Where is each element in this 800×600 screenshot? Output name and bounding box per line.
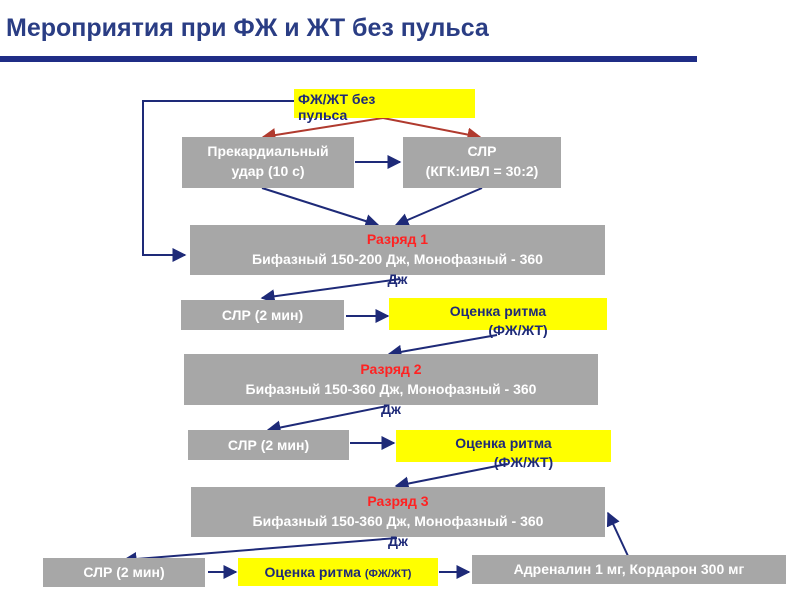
node-shock3: Разряд 3 Бифазный 150-360 Дж, Монофазный… <box>191 487 605 549</box>
node-cpr1: СЛР (2 мин) <box>181 300 344 330</box>
arrow-start-to-cpr <box>382 117 482 142</box>
node-start: ФЖ/ЖТ без пульса <box>294 89 475 123</box>
node-start-line1: ФЖ/ЖТ без <box>298 91 376 107</box>
node-rhythm3-label-small: (ФЖ/ЖТ) <box>364 568 412 580</box>
node-cpr-start-line2: (КГК:ИВЛ = 30:2) <box>425 163 539 179</box>
arrow-precordial-to-shock1 <box>261 187 380 228</box>
node-rhythm3: Оценка ритма (ФЖ/ЖТ) <box>238 558 438 586</box>
node-rhythm1: Оценка ритма (ФЖ/ЖТ) <box>389 298 607 338</box>
node-cpr-start: СЛР (КГК:ИВЛ = 30:2) <box>403 137 561 188</box>
arrow-rhythm2-to-shock3 <box>394 463 508 491</box>
node-cpr3: СЛР (2 мин) <box>43 558 205 587</box>
arrow-loop-start-to-shock1 <box>142 100 294 262</box>
node-rhythm3-text: Оценка ритма (ФЖ/ЖТ) <box>265 564 412 580</box>
node-cpr1-label: СЛР (2 мин) <box>221 307 304 323</box>
node-drugs-label: Адреналин 1 мг, Кордарон 300 мг <box>513 561 745 577</box>
arrow-cpr-to-shock1 <box>394 187 483 227</box>
node-cpr2-label: СЛР (2 мин) <box>227 437 310 453</box>
node-precordial-line1: Прекардиальный <box>207 143 329 159</box>
node-rhythm2-line2: (ФЖ/ЖТ) <box>493 454 554 470</box>
node-shock1-heading: Разряд 1 <box>366 231 429 247</box>
node-precordial: Прекардиальный удар (10 с) <box>182 137 354 188</box>
node-shock2: Разряд 2 Бифазный 150-360 Дж, Монофазный… <box>184 354 598 417</box>
node-rhythm3-label: Оценка ритма <box>264 564 361 580</box>
arrow-drugs-to-shock3 <box>606 511 629 557</box>
node-shock2-line2: Бифазный 150-360 Дж, Монофазный - 360 <box>245 381 537 397</box>
node-shock2-line3: Дж <box>381 401 401 417</box>
node-shock3-heading: Разряд 3 <box>367 493 429 509</box>
node-shock1: Разряд 1 Бифазный 150-200 Дж, Монофазный… <box>190 225 605 287</box>
node-rhythm2: Оценка ритма (ФЖ/ЖТ) <box>396 430 611 470</box>
node-shock3-line2: Бифазный 150-360 Дж, Монофазный - 360 <box>252 513 544 529</box>
node-shock1-line3: Дж <box>387 271 408 287</box>
node-rhythm1-line1: Оценка ритма <box>449 303 547 319</box>
node-rhythm1-line2: (ФЖ/ЖТ) <box>488 322 548 338</box>
page-title: Мероприятия при ФЖ и ЖТ без пульса <box>6 14 489 42</box>
arrow-start-to-precordial <box>261 117 384 142</box>
node-start-line2: пульса <box>298 107 348 123</box>
node-precordial-line2: удар (10 с) <box>231 163 305 179</box>
node-cpr-start-line1: СЛР <box>467 143 497 159</box>
arrow-shock1-to-cpr1 <box>260 278 401 304</box>
arrow-shock3-to-cpr3 <box>122 537 398 566</box>
node-cpr3-label: СЛР (2 мин) <box>83 564 165 580</box>
node-shock2-heading: Разряд 2 <box>360 361 422 377</box>
node-cpr2: СЛР (2 мин) <box>188 430 349 460</box>
arrow-shock2-to-cpr2 <box>266 405 388 435</box>
arrow-rhythm1-to-shock2 <box>387 334 498 359</box>
node-drugs: Адреналин 1 мг, Кордарон 300 мг <box>472 555 786 584</box>
node-shock1-line2: Бифазный 150-200 Дж, Монофазный - 360 <box>252 251 543 267</box>
node-rhythm2-line1: Оценка ритма <box>455 435 552 451</box>
title-underline <box>0 56 697 62</box>
node-shock3-line3: Дж <box>388 533 408 549</box>
